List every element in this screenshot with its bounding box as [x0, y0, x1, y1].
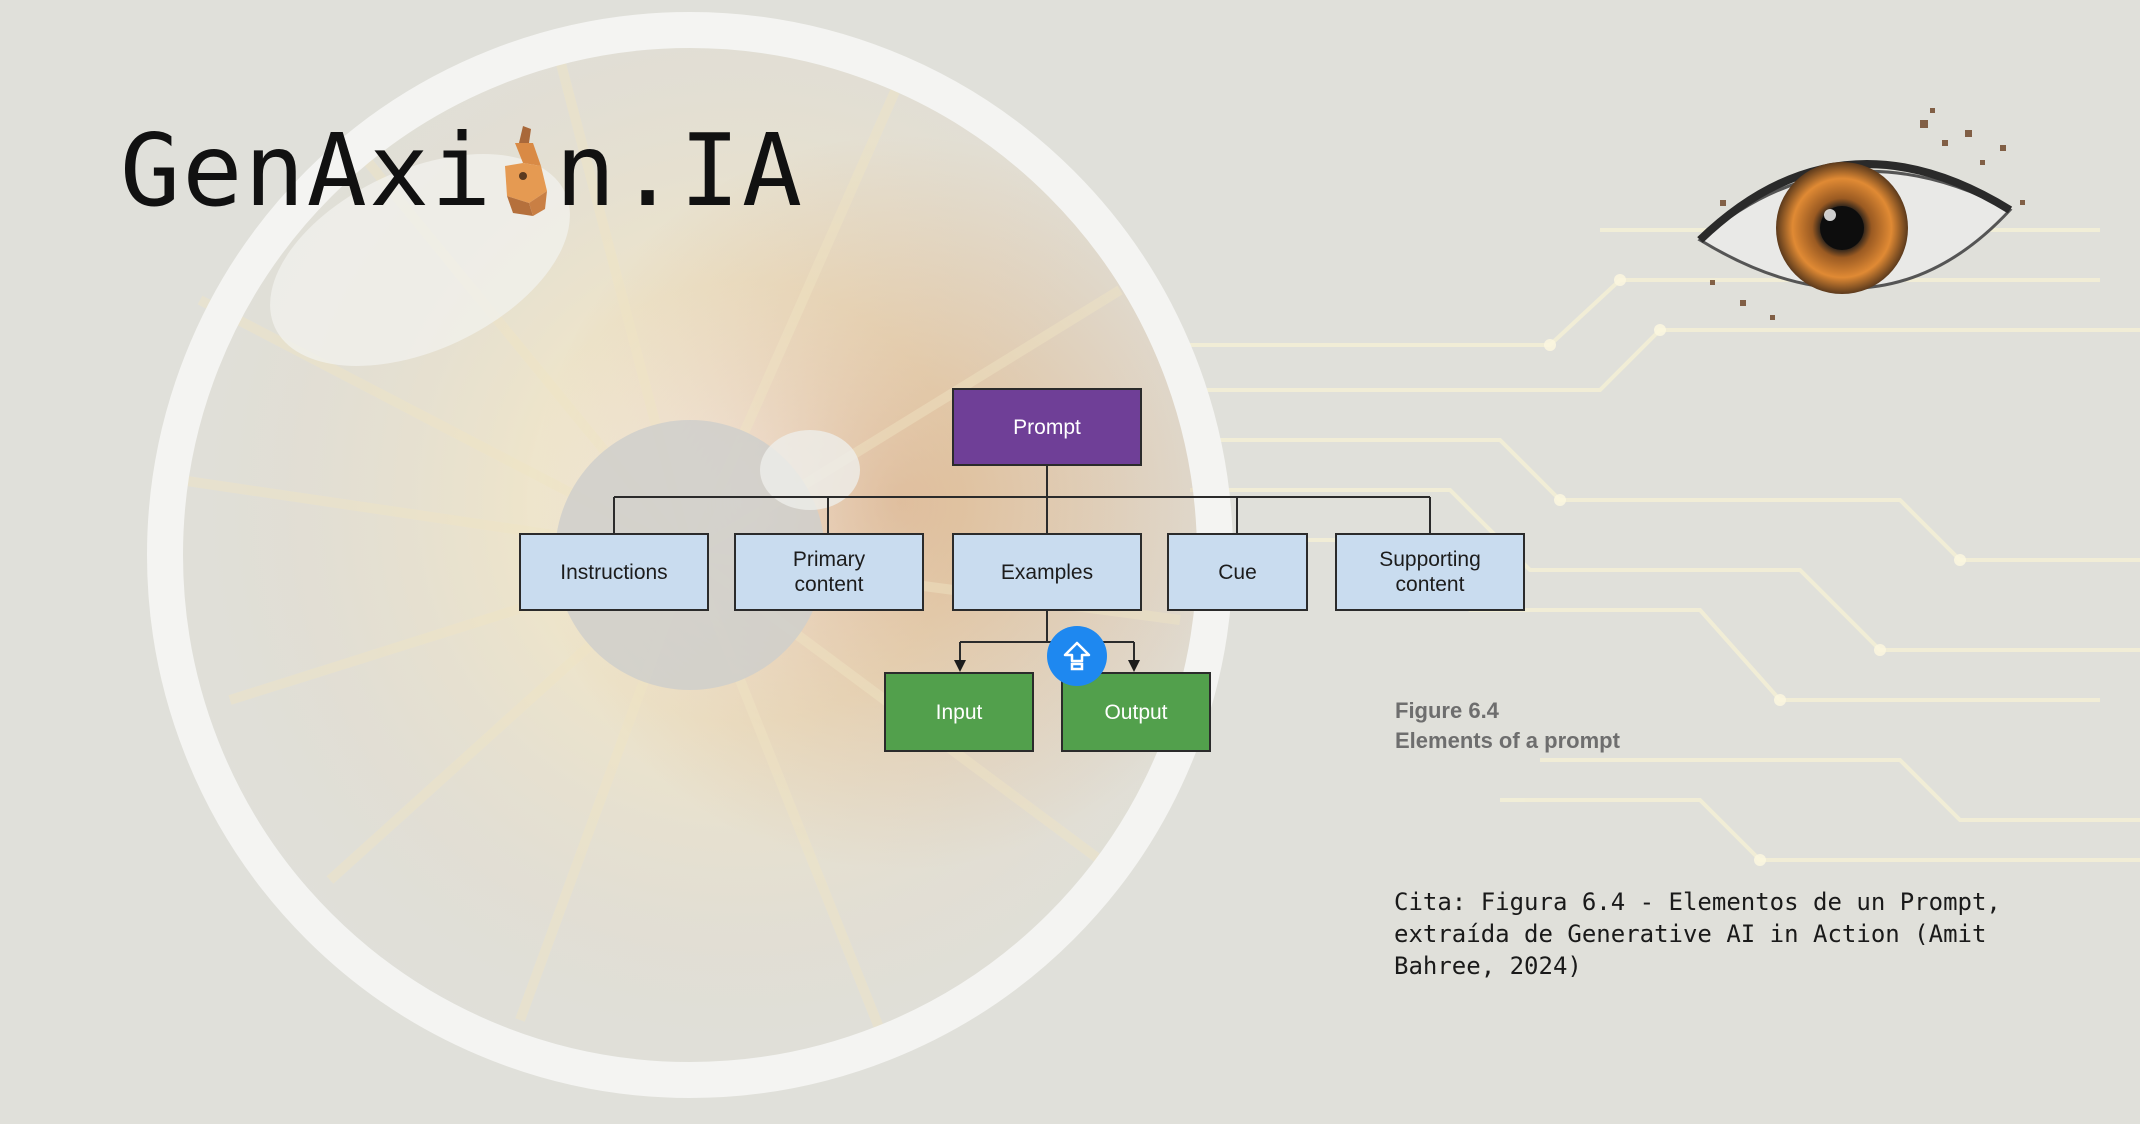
node-input: Input — [884, 672, 1034, 752]
share-button[interactable] — [1047, 626, 1107, 686]
node-examples: Examples — [952, 533, 1142, 611]
robot-mascot-icon — [505, 125, 548, 216]
node-supporting-content: Supporting content — [1335, 533, 1525, 611]
node-output: Output — [1061, 672, 1211, 752]
brand-logo: GenAxi n.IA — [120, 112, 804, 229]
node-prompt: Prompt — [952, 388, 1142, 466]
citation-text: Cita: Figura 6.4 - Elementos de un Promp… — [1394, 888, 2001, 980]
brand-name-part2: n.IA — [555, 112, 805, 229]
share-upload-icon — [1063, 641, 1091, 671]
brand-name-part1: GenAxi — [120, 112, 494, 229]
figure-caption: Figure 6.4 Elements of a prompt — [1395, 696, 1620, 756]
figure-label: Figure 6.4 — [1395, 698, 1499, 723]
figure-title: Elements of a prompt — [1395, 728, 1620, 753]
node-cue: Cue — [1167, 533, 1308, 611]
node-primary-content: Primary content — [734, 533, 924, 611]
node-instructions: Instructions — [519, 533, 709, 611]
digital-eye-icon — [1697, 108, 2025, 320]
